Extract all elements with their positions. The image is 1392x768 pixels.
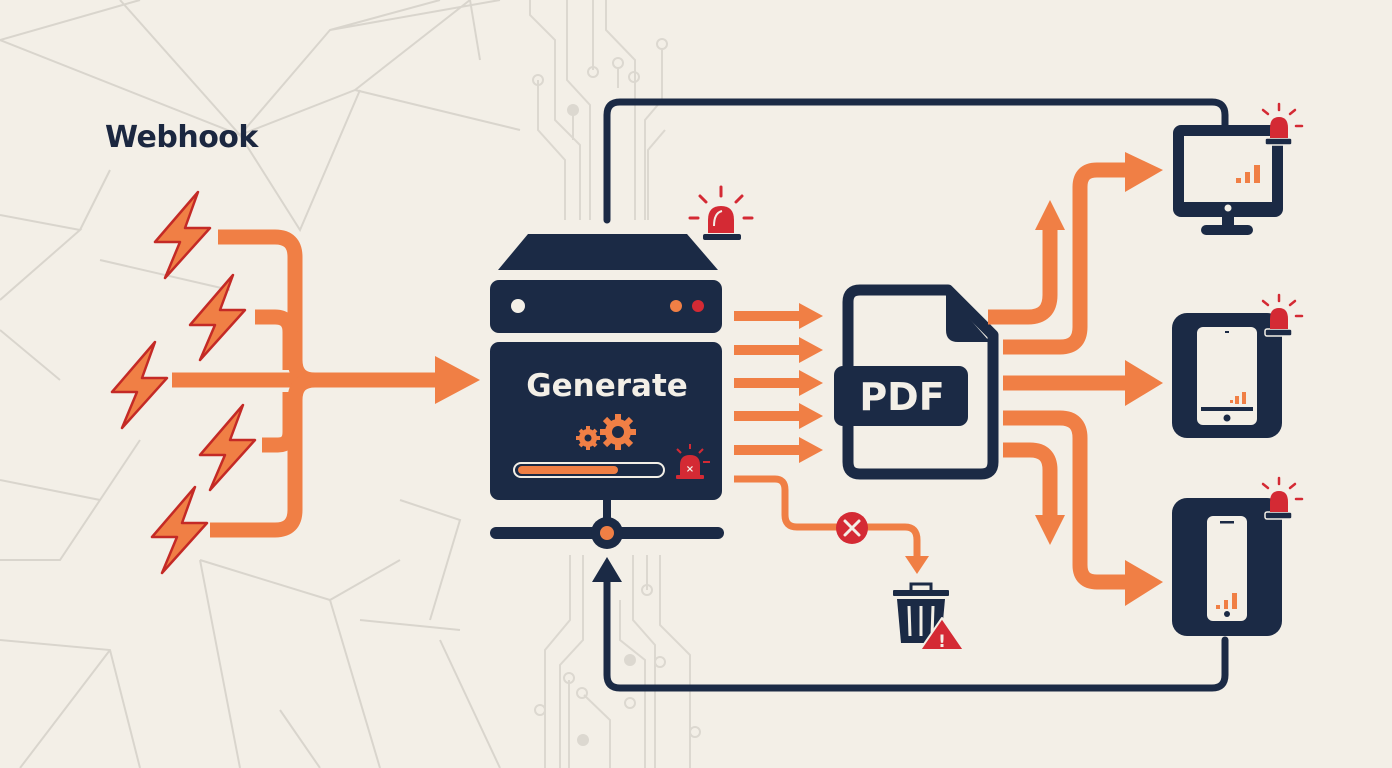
progress-alarm-icon: × (676, 444, 710, 479)
generate-to-pdf-arrows (734, 303, 823, 463)
failure-arrowhead (905, 556, 929, 574)
pdf-label: PDF (859, 375, 944, 419)
monitor-alarm-icon (1261, 102, 1304, 146)
smartphone-icon (1172, 498, 1282, 636)
background-mesh (0, 0, 521, 768)
lightning-bolt-icon (110, 190, 257, 575)
failure-path (734, 475, 921, 560)
phone-alarm-icon (1261, 476, 1304, 520)
warning-triangle-icon: ! (919, 617, 965, 652)
feedback-arrowhead (592, 557, 622, 582)
server-alarm-icon (688, 185, 754, 240)
desktop-monitor-icon (1173, 125, 1283, 235)
webhook-title: Webhook (105, 120, 258, 155)
tablet-alarm-icon (1261, 293, 1304, 337)
webhook-flow-arrows (172, 229, 445, 538)
tablet-icon (1172, 313, 1282, 438)
progress-bar (513, 462, 665, 478)
feedback-loop (603, 98, 1229, 692)
pdf-to-devices-arrowheads (1035, 152, 1163, 606)
circuit-traces (529, 0, 701, 768)
pdf-to-devices-arrows (988, 162, 1135, 590)
webhook-main-arrowhead (435, 356, 480, 404)
pdf-document-icon (834, 284, 999, 480)
server-label: Generate (526, 368, 688, 404)
svg-text:!: ! (938, 632, 946, 652)
gears-icon (576, 414, 636, 450)
svg-text:×: × (686, 464, 694, 475)
error-x-icon (836, 512, 868, 544)
